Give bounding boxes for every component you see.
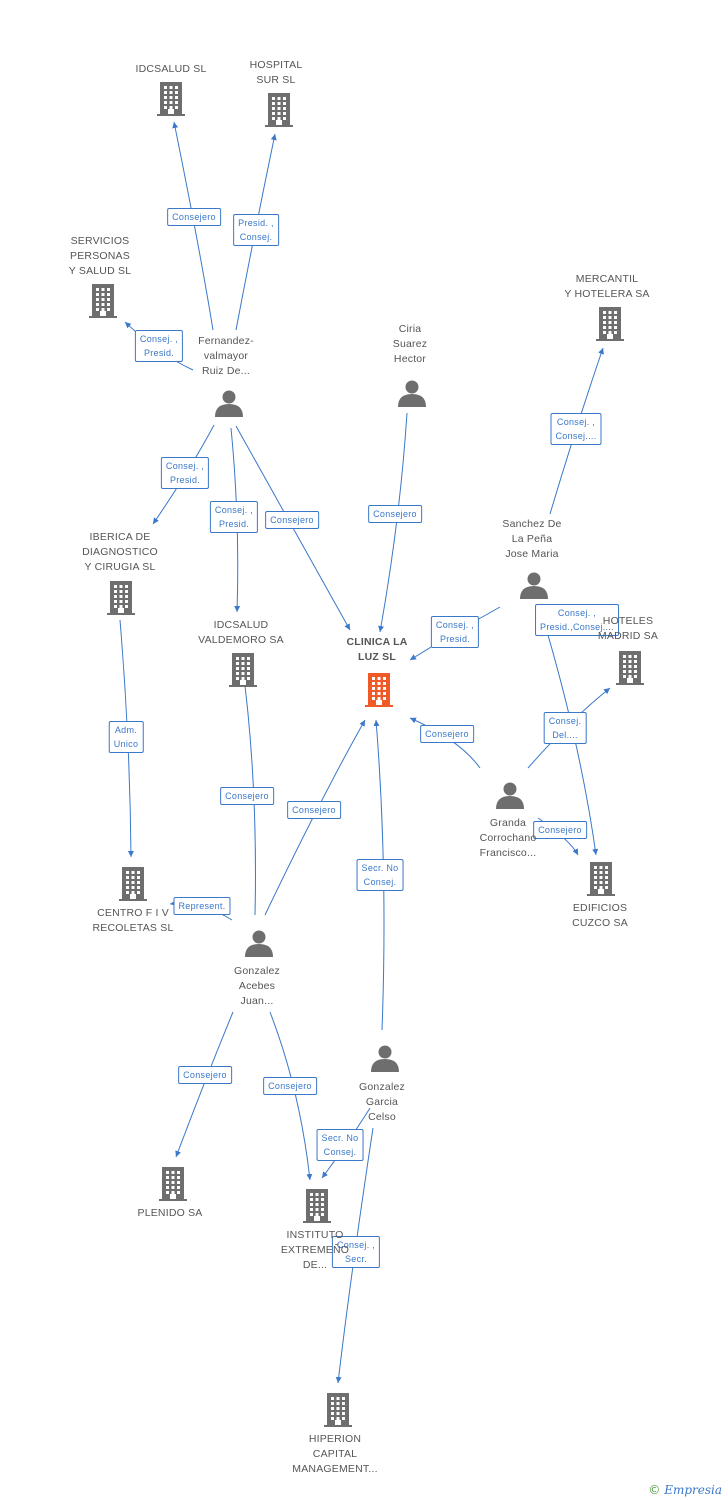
person-icon[interactable]: [215, 390, 243, 418]
edge-label-fernandez-to-idcsalud_valdemoro[interactable]: Consej. , Presid.: [209, 501, 259, 533]
node-label-centro[interactable]: CENTRO F I V RECOLETAS SL: [92, 907, 174, 934]
company-building-icon[interactable]: [107, 581, 135, 615]
focus-company-building-icon[interactable]: [365, 673, 393, 707]
edge-label-fernandez-to-hospital_sur[interactable]: Presid. , Consej.: [233, 214, 279, 246]
company-building-icon[interactable]: [229, 653, 257, 687]
company-building-icon[interactable]: [159, 1167, 187, 1201]
node-label-hiperion[interactable]: HIPERION CAPITAL MANAGEMENT...: [292, 1433, 378, 1475]
company-building-icon[interactable]: [587, 862, 615, 896]
edge-label-gonzalez_acebes-to-idcsalud_valdemoro[interactable]: Consejero: [220, 787, 274, 805]
node-label-edificios[interactable]: EDIFICIOS CUZCO SA: [572, 902, 628, 929]
edge-label-granda-to-edificios[interactable]: Consejero: [533, 821, 587, 839]
edge-label-fernandez-to-servicios[interactable]: Consej. , Presid.: [134, 330, 184, 362]
node-label-fernandez[interactable]: Fernandez- valmayor Ruiz De...: [198, 335, 254, 377]
node-label-mercantil[interactable]: MERCANTIL Y HOTELERA SA: [564, 273, 650, 300]
edge-gonzalez_acebes-to-instituto: [269, 1011, 313, 1181]
node-label-iberica[interactable]: IBERICA DE DIAGNOSTICO Y CIRUGIA SL: [82, 531, 158, 573]
edge-gonzalez_acebes-to-idcsalud_valdemoro: [239, 661, 256, 916]
node-label-idcsalud_valdemoro[interactable]: IDCSALUD VALDEMORO SA: [198, 619, 284, 646]
edge-label-gonzalez_acebes-to-plenido[interactable]: Consejero: [178, 1066, 232, 1084]
node-label-servicios[interactable]: SERVICIOS PERSONAS Y SALUD SL: [68, 235, 132, 277]
edge-label-gonzalez_garcia-to-instituto[interactable]: Secr. No Consej.: [316, 1129, 364, 1161]
edge-label-granda-to-hoteles[interactable]: Consej. Del....: [543, 712, 587, 744]
company-building-icon[interactable]: [265, 93, 293, 127]
edge-fernandez-to-clinica: [235, 425, 351, 631]
node-label-clinica[interactable]: CLINICA LA LUZ SL: [346, 636, 408, 663]
company-building-icon[interactable]: [157, 82, 185, 116]
company-building-icon[interactable]: [616, 651, 644, 685]
node-label-sanchez[interactable]: Sanchez De La Peña Jose Maria: [502, 518, 562, 560]
node-label-granda[interactable]: Granda Corrochano Francisco...: [479, 817, 537, 859]
edge-label-gonzalez_acebes-to-centro[interactable]: Represent.: [173, 897, 231, 915]
edge-gonzalez_acebes-to-plenido: [175, 1011, 234, 1158]
brand-name: Empresia: [664, 1483, 722, 1497]
person-icon[interactable]: [520, 572, 548, 600]
company-building-icon[interactable]: [596, 307, 624, 341]
node-label-plenido[interactable]: PLENIDO SA: [137, 1207, 203, 1219]
edge-label-gonzalez_acebes-to-instituto[interactable]: Consejero: [263, 1077, 317, 1095]
edge-label-iberica-to-centro[interactable]: Adm. Unico: [108, 721, 144, 753]
edge-label-gonzalez_garcia-to-hiperion[interactable]: Consej. , Secr.: [331, 1236, 381, 1268]
edge-label-fernandez-to-idcsalud[interactable]: Consejero: [167, 208, 221, 226]
edge-label-ciria-to-clinica[interactable]: Consejero: [368, 505, 422, 523]
company-building-icon[interactable]: [324, 1393, 352, 1427]
node-label-idcsalud[interactable]: IDCSALUD SL: [135, 63, 207, 75]
edge-label-gonzalez_garcia-to-clinica[interactable]: Secr. No Consej.: [356, 859, 404, 891]
node-label-gonzalez_acebes[interactable]: Gonzalez Acebes Juan...: [234, 965, 280, 1007]
edge-label-granda-to-clinica[interactable]: Consejero: [420, 725, 474, 743]
company-building-icon[interactable]: [119, 867, 147, 901]
company-building-icon[interactable]: [303, 1189, 331, 1223]
copyright-symbol: ©: [648, 1483, 661, 1497]
node-label-gonzalez_garcia[interactable]: Gonzalez Garcia Celso: [359, 1081, 405, 1123]
node-label-hoteles[interactable]: HOTELES MADRID SA: [597, 615, 659, 642]
edge-label-fernandez-to-clinica[interactable]: Consejero: [265, 511, 319, 529]
edge-label-sanchez-to-clinica[interactable]: Consej. , Presid.: [430, 616, 480, 648]
node-label-instituto[interactable]: INSTITUTO EXTREMEÑO DE...: [280, 1229, 350, 1271]
footer-brand: © Empresia: [648, 1483, 722, 1497]
person-icon[interactable]: [371, 1045, 399, 1073]
edge-label-sanchez-to-edificios[interactable]: Consej. , Presid.,Consej....: [535, 604, 619, 636]
person-icon[interactable]: [496, 782, 524, 810]
edge-label-gonzalez_acebes-to-clinica[interactable]: Consejero: [287, 801, 341, 819]
node-label-hospital_sur[interactable]: HOSPITAL SUR SL: [249, 59, 303, 86]
person-icon[interactable]: [245, 930, 273, 958]
edge-label-fernandez-to-iberica[interactable]: Consej. , Presid.: [160, 457, 210, 489]
person-icon[interactable]: [398, 380, 426, 408]
node-label-ciria[interactable]: Ciria Suarez Hector: [392, 323, 428, 365]
company-building-icon[interactable]: [89, 284, 117, 318]
edge-label-sanchez-to-mercantil[interactable]: Consej. , Consej....: [550, 413, 602, 445]
edge-fernandez-to-idcsalud: [172, 121, 214, 331]
